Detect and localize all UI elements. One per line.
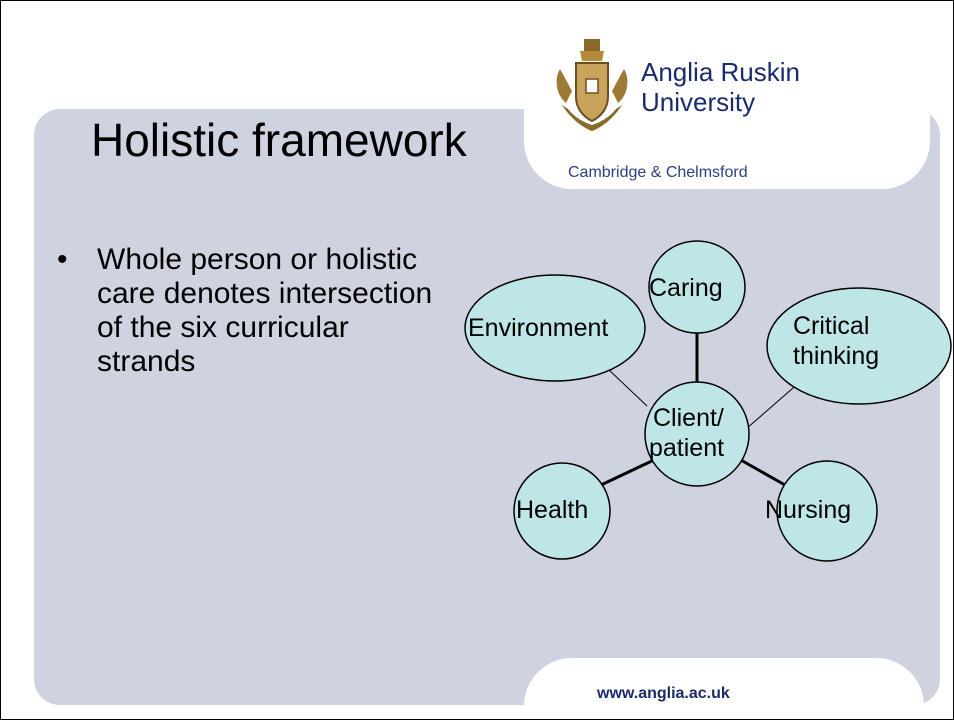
node-environment <box>464 274 646 382</box>
node-label-health: Health <box>516 496 589 524</box>
website-url[interactable]: www.anglia.ac.uk <box>597 685 730 702</box>
node-nursing <box>776 460 878 562</box>
campus-label: Cambridge & Chelmsford <box>568 164 748 181</box>
content-panel <box>34 109 940 705</box>
university-name-line2: University <box>641 87 756 117</box>
connector-health <box>600 457 657 487</box>
node-label-client-patient: Client/ patient <box>649 403 724 463</box>
bullet-item: • Whole person or holistic care denotes i… <box>57 243 447 379</box>
connector-critical-thinking <box>745 380 802 430</box>
bullet-dot-icon: • <box>57 243 68 276</box>
bullet-text: Whole person or holistic care denotes in… <box>97 243 433 378</box>
footer-notch <box>524 658 924 719</box>
coat-of-arms-icon <box>556 39 628 131</box>
university-name: Anglia Ruskin University <box>641 57 800 117</box>
node-label-nursing: Nursing <box>765 496 852 524</box>
node-label-critical-line2: thinking <box>793 342 880 370</box>
node-caring <box>648 240 746 334</box>
node-critical-thinking <box>766 287 952 405</box>
node-label-caring: Caring <box>649 274 723 302</box>
node-label-critical-line1: Critical <box>793 312 870 340</box>
slide-title: Holistic framework <box>91 114 467 166</box>
node-label-critical-thinking: Critical thinking <box>793 311 879 371</box>
node-client-patient <box>644 381 750 487</box>
bullet-list: • Whole person or holistic care denotes i… <box>57 243 447 379</box>
node-label-client-line2: patient <box>649 434 725 462</box>
connector-nursing <box>738 457 786 487</box>
node-health <box>513 462 611 560</box>
university-name-line1: Anglia Ruskin <box>641 57 800 87</box>
node-label-environment: Environment <box>468 314 609 342</box>
node-label-client-line1: Client/ <box>653 404 724 432</box>
